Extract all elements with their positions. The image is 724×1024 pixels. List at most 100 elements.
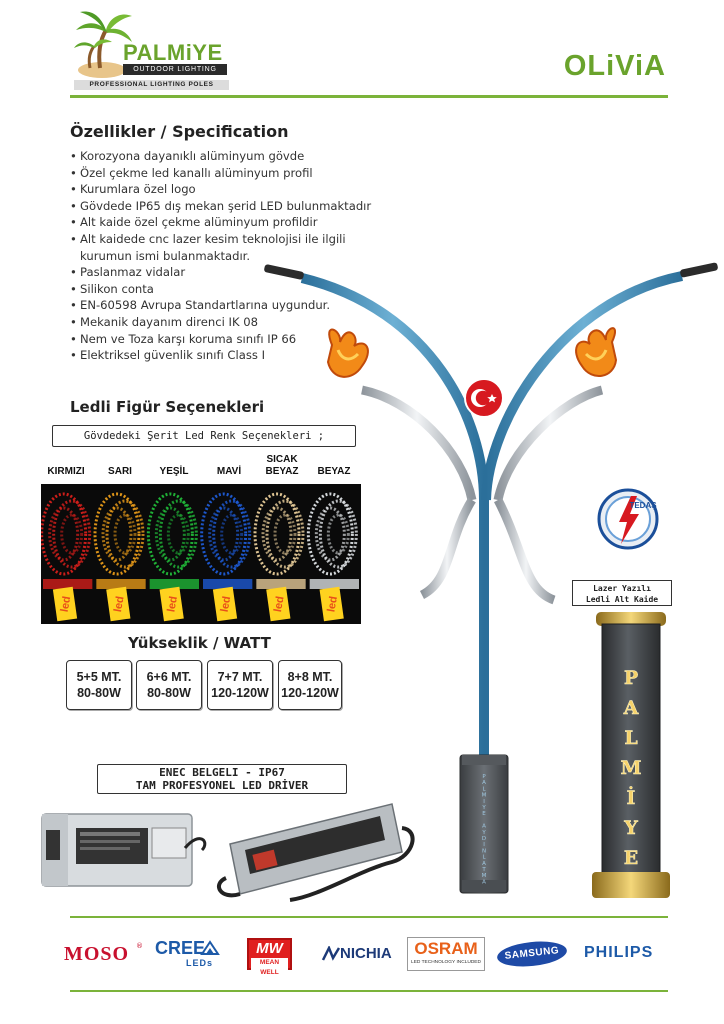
led-strip-sample: led — [253, 492, 306, 622]
led-strip-sample: led — [306, 492, 359, 622]
driver-unit-right — [217, 803, 415, 902]
color-label-green: YEŞİL — [159, 466, 189, 477]
tulip-left-icon — [326, 328, 369, 378]
meanwell-mark: MW — [256, 940, 283, 957]
watt-height: 6+6 MT. — [146, 670, 192, 684]
watt-value: 120-120W — [211, 686, 269, 700]
driver-line-1: ENEC BELGELI - IP67 — [159, 766, 285, 779]
brand-tagline: PROFESSIONAL LIGHTING POLES — [74, 80, 229, 90]
driver-unit-left — [41, 813, 193, 887]
watt-option: 5+5 MT. 80-80W — [66, 660, 132, 710]
tedas-badge: TEDAŞ — [597, 488, 659, 550]
color-label-warm-white: SICAK BEYAZ — [265, 454, 299, 477]
base-label-line-1: Lazer Yazılı — [593, 584, 651, 593]
led-figure-title: Ledli Figür Seçenekleri — [70, 398, 265, 416]
palmiye-logo — [74, 11, 132, 78]
strip-color-box: Gövdedeki Şerit Led Renk Seçenekleri ; — [52, 425, 356, 447]
spec-item: Alt kaide özel çekme alüminyum profildir — [70, 214, 371, 231]
spec-item: Mekanik dayanım direnci IK 08 — [70, 314, 371, 331]
base-letter: Y — [623, 817, 638, 839]
spec-item: Nem ve Toza karşı koruma sınıfı IP 66 — [70, 331, 371, 348]
led-tag-text: led — [112, 595, 127, 613]
base-letter: İ — [627, 786, 636, 809]
samsung-text: SAMSUNG — [504, 945, 560, 962]
spec-item: Kurumlara özel logo — [70, 181, 371, 198]
brand-subtitle: OUTDOOR LIGHTING — [123, 64, 227, 75]
driver-line-2: TAM PROFESYONEL LED DRİVER — [135, 779, 309, 792]
color-label-red: KIRMIZI — [47, 466, 85, 477]
footer-divider-top — [70, 916, 668, 918]
color-label-white: BEYAZ — [317, 466, 351, 477]
lamp-head-right — [680, 262, 718, 278]
header-divider — [70, 95, 668, 98]
color-label-blue: MAVİ — [216, 466, 242, 477]
spec-item: Silikon conta — [70, 281, 371, 298]
spec-item: EN-60598 Avrupa Standartlarına uygundur. — [70, 297, 371, 314]
product-name: OLiViA — [563, 50, 666, 82]
base-letter: L — [624, 727, 637, 749]
led-tag-text: led — [272, 595, 287, 613]
led-tag-text: led — [219, 595, 234, 613]
osram-logo: OSRAM LED TECHNOLOGY INCLUDED — [407, 937, 485, 971]
led-strip-sample: led — [200, 492, 253, 622]
watt-value: 80-80W — [77, 686, 121, 700]
palm-tree-icon — [74, 11, 132, 78]
base-letter: P — [624, 667, 638, 689]
lightning-icon — [619, 496, 639, 544]
led-strip-sample: led — [93, 492, 146, 622]
base-letter: A — [623, 697, 639, 719]
footer-divider-bottom — [70, 990, 668, 992]
blue-arm-left — [300, 273, 489, 760]
registered-mark: ® — [136, 942, 143, 950]
lamp-head-left — [264, 264, 304, 280]
cree-logo: CREE — [155, 938, 206, 958]
spec-item: Elektriksel güvenlik sınıfı Class I — [70, 347, 371, 364]
watt-height: 8+8 MT. — [287, 670, 333, 684]
watt-height: 5+5 MT. — [76, 670, 122, 684]
spec-list: Korozyona dayanıklı alüminyum gövde Özel… — [70, 148, 371, 364]
watt-value: 80-80W — [147, 686, 191, 700]
spec-item: Özel çekme led kanallı alüminyum profil — [70, 165, 371, 182]
base-label-box: Lazer Yazılı Ledli Alt Kaide — [572, 580, 672, 606]
base-letter: M — [620, 757, 641, 779]
base-label-line-2: Ledli Alt Kaide — [585, 595, 659, 604]
meanwell-logo: MW MEAN WELL — [247, 938, 292, 978]
nichia-mark-icon — [321, 946, 341, 961]
silver-arm-right — [493, 385, 604, 502]
spec-item: Alt kaidede cnc lazer kesim teknolojisi … — [70, 231, 370, 264]
samsung-logo: SAMSUNG — [495, 938, 569, 970]
led-tag-text: led — [165, 595, 180, 613]
led-driver-image — [41, 803, 415, 902]
osram-text: OSRAM — [414, 939, 478, 958]
watt-option: 7+7 MT. 120-120W — [207, 660, 273, 710]
base-letter: E — [624, 847, 638, 869]
watt-option: 6+6 MT. 80-80W — [136, 660, 202, 710]
led-strip-sample: led — [146, 492, 199, 622]
brand-name: PALMiYE — [123, 40, 223, 65]
philips-logo: PHILIPS — [584, 944, 654, 961]
nichia-logo: NICHIA — [340, 945, 392, 962]
spec-item: Korozyona dayanıklı alüminyum gövde — [70, 148, 371, 165]
svg-text:TEDAŞ: TEDAŞ — [629, 501, 657, 510]
watt-option: 8+8 MT. 120-120W — [278, 660, 342, 710]
spec-item: Paslanmaz vidalar — [70, 264, 371, 281]
spec-item: Gövdede IP65 dış mekan şerid LED bulunma… — [70, 198, 371, 215]
blue-arm-right — [481, 271, 683, 501]
tulip-right-icon — [575, 327, 618, 377]
watt-title: Yükseklik / WATT — [128, 634, 271, 652]
meanwell-text: MEAN WELL — [251, 958, 288, 978]
led-tag-text: led — [59, 595, 74, 613]
turkish-flag-icon — [464, 378, 504, 418]
osram-subtext: LED TECHNOLOGY INCLUDED — [411, 960, 481, 965]
cree-leds-text: LEDs — [186, 958, 214, 968]
led-strip-samples: led led led led led led — [41, 484, 361, 624]
spec-title: Özellikler / Specification — [70, 122, 289, 141]
moso-logo: MOSO — [64, 943, 130, 965]
silver-arm-left — [361, 385, 477, 501]
led-strip-sample: led — [41, 492, 93, 622]
watt-value: 120-120W — [281, 686, 339, 700]
